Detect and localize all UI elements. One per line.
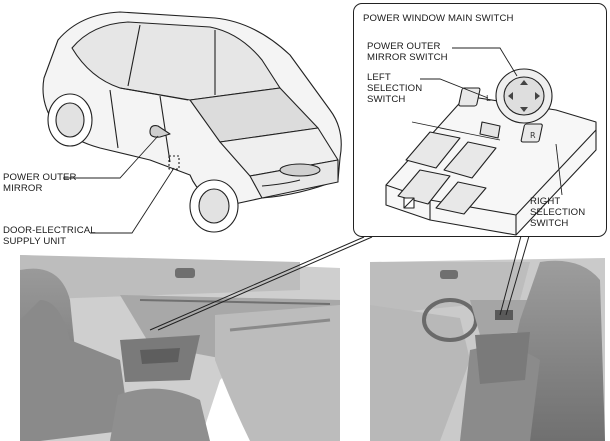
label-door-supply-line1: DOOR-ELECTRICAL [3, 225, 96, 236]
label-left-selection: LEFT SELECTION SWITCH [367, 72, 422, 105]
label-door-supply: DOOR-ELECTRICAL SUPPLY UNIT [3, 225, 96, 247]
label-left-selection-line2: SELECTION [367, 83, 423, 94]
vehicle-illustration [42, 11, 342, 234]
label-right-selection-line1: RIGHT [530, 196, 561, 207]
label-right-selection: RIGHT SELECTION SWITCH [530, 196, 585, 229]
label-mirror-switch-line2: MIRROR SWITCH [367, 52, 448, 63]
label-door-supply-line2: SUPPLY UNIT [3, 236, 67, 247]
label-outer-mirror-line2: MIRROR [3, 183, 43, 194]
label-outer-mirror-line1: POWER OUTER [3, 172, 77, 183]
label-left-selection-line3: SWITCH [367, 94, 406, 105]
label-right-selection-line3: SWITCH [530, 218, 569, 229]
label-outer-mirror: POWER OUTER MIRROR [3, 172, 77, 194]
label-left-selection-line1: LEFT [367, 72, 391, 83]
label-mirror-switch-line1: POWER OUTER [367, 41, 441, 52]
inset-title: POWER WINDOW MAIN SWITCH [363, 13, 514, 24]
label-right-selection-line2: SELECTION [530, 207, 586, 218]
label-mirror-switch: POWER OUTER MIRROR SWITCH [367, 41, 448, 63]
